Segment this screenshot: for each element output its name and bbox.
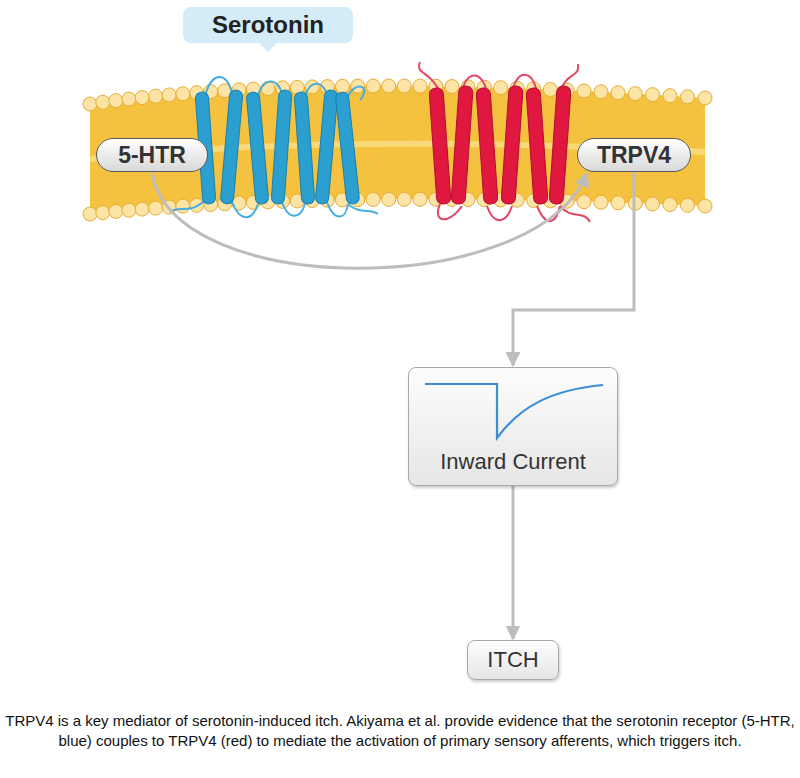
flow-arrow: [513, 172, 634, 366]
channel-label: TRPV4: [577, 138, 691, 172]
lipid-head: [335, 79, 349, 93]
current-box: Inward Current: [408, 367, 618, 486]
node-text: Serotonin: [212, 11, 324, 39]
ligand-bubble: Serotonin: [183, 7, 353, 43]
receptor-label: 5-HTR: [96, 138, 208, 172]
lipid-head: [543, 82, 557, 96]
lipid-head: [83, 97, 97, 111]
lipid-bilayer: [90, 86, 705, 214]
lipid-head: [611, 196, 625, 210]
lipid-head: [382, 192, 396, 206]
trpv4-channel: [419, 62, 590, 222]
lipid-head: [413, 79, 427, 93]
figure-caption: TRPV4 is a key mediator of serotonin-ind…: [2, 711, 798, 751]
lipid-head: [663, 198, 677, 212]
lipid-head: [628, 87, 642, 101]
lipid-head: [366, 79, 380, 93]
lipid-head: [149, 89, 163, 103]
lipid-head: [109, 94, 123, 108]
lipid-head: [698, 91, 712, 105]
lipid-head: [663, 89, 677, 103]
lipid-head: [176, 199, 190, 213]
node-text: TRPV4: [597, 142, 671, 169]
lipid-head: [577, 195, 591, 209]
node-text: 5-HTR: [118, 142, 186, 169]
lipid-head: [83, 207, 97, 221]
lipid-head: [413, 192, 427, 206]
lipid-head: [261, 81, 275, 95]
lipid-head: [594, 85, 608, 99]
lipid-head: [445, 80, 459, 94]
lipid-head: [680, 90, 694, 104]
lipid-head: [162, 88, 176, 102]
lipid-head: [122, 92, 136, 106]
lipid-head: [149, 201, 163, 215]
lipid-head: [176, 87, 190, 101]
lipid-head: [611, 86, 625, 100]
lipid-head: [135, 202, 149, 216]
node-text: ITCH: [487, 647, 538, 673]
lipid-head: [698, 199, 712, 213]
node-text: Inward Current: [440, 449, 586, 475]
flow-arrow: [152, 172, 587, 268]
lipid-head: [594, 195, 608, 209]
lipid-head: [680, 198, 694, 212]
lipid-head: [646, 197, 660, 211]
lipid-head: [382, 79, 396, 93]
lipid-head: [646, 88, 660, 102]
lipid-head: [96, 206, 110, 220]
lipid-head: [122, 203, 136, 217]
lipid-head: [366, 193, 380, 207]
current-trace: [409, 368, 619, 448]
lipid-head: [397, 79, 411, 93]
lipid-head: [494, 81, 508, 95]
lipid-head: [577, 84, 591, 98]
flow-arrow: [512, 486, 515, 640]
lipid-head: [397, 192, 411, 206]
lipid-head: [96, 95, 110, 109]
lipid-heads: [83, 79, 712, 221]
outcome-box: ITCH: [467, 640, 559, 680]
lipid-head: [135, 91, 149, 105]
lipid-head: [109, 204, 123, 218]
